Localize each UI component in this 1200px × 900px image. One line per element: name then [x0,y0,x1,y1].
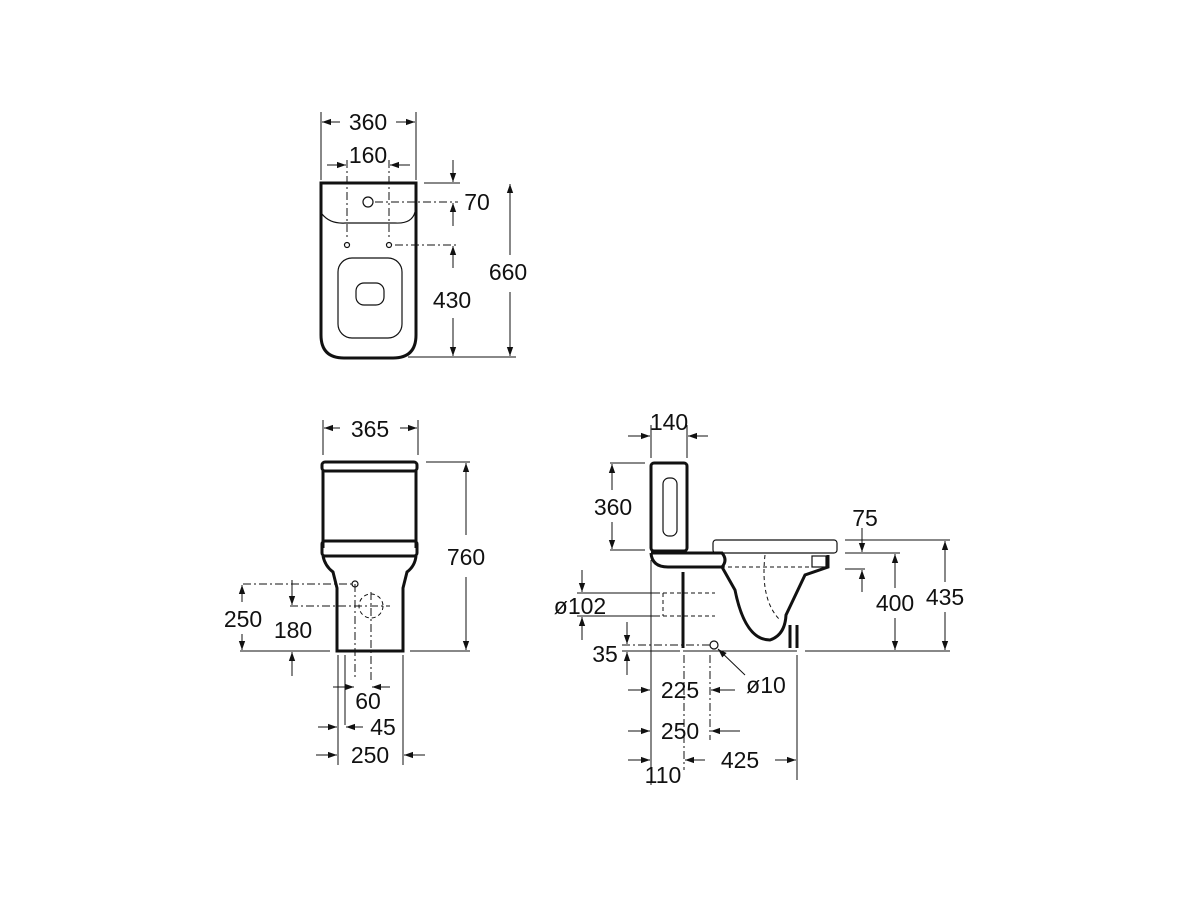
dim-offset-45: 45 [370,714,396,740]
tank-lid [320,460,419,473]
top-outline [319,181,418,360]
outlet-circle [358,593,384,619]
fixing-hole [351,580,359,588]
dim-seat-height: 435 [926,584,964,610]
dim-seat-thickness: 75 [852,505,878,531]
front-view: 365 760 250 180 60 45 250 [224,416,485,768]
flush-valve [662,477,678,537]
dim-outlet-diameter: ø102 [554,593,606,619]
tank-band [320,539,419,558]
tank-edge [321,211,416,224]
seat-inner [355,282,385,306]
dim-bolt-spacing: 160 [349,142,387,168]
dim-tank-depth: 140 [650,409,688,435]
dim-depth: 660 [489,259,527,285]
dim-base-depth: 425 [721,747,759,773]
dim-offset-60: 60 [355,688,381,714]
dim-inlet-offset: 70 [464,189,490,215]
tank-side [649,461,689,553]
dim-front-width: 365 [351,416,389,442]
dim-tank-height: 360 [594,494,632,520]
dim-bolt-to-front: 430 [433,287,471,313]
rim-detail [811,555,827,568]
dim-top-width: 360 [349,109,387,135]
dim-rim-height: 400 [876,590,914,616]
bowl-body [681,555,830,648]
pedestal [321,555,418,653]
top-view: 360 160 70 430 660 [319,109,527,360]
dim-base-width: 250 [351,742,389,768]
inlet-hole [362,196,374,208]
bowl-connector [649,551,727,569]
fixing-point [709,640,719,650]
tank-body [321,471,418,548]
dim-250: 250 [661,718,699,744]
dim-height: 760 [447,544,485,570]
dim-fixing-diameter: ø10 [746,672,786,698]
dim-outlet-center: 180 [274,617,312,643]
dim-fixing-height: 35 [592,641,618,667]
dim-outlet-height: 250 [224,606,262,632]
seat [712,539,838,554]
dim-225: 225 [661,677,699,703]
bolt-hole-right [385,241,393,249]
seat-outline [337,257,403,339]
dim-110: 110 [645,762,682,788]
side-view: 140 360 75 400 435 ø102 35 ø10 [554,409,964,788]
bolt-hole-left [343,241,351,249]
